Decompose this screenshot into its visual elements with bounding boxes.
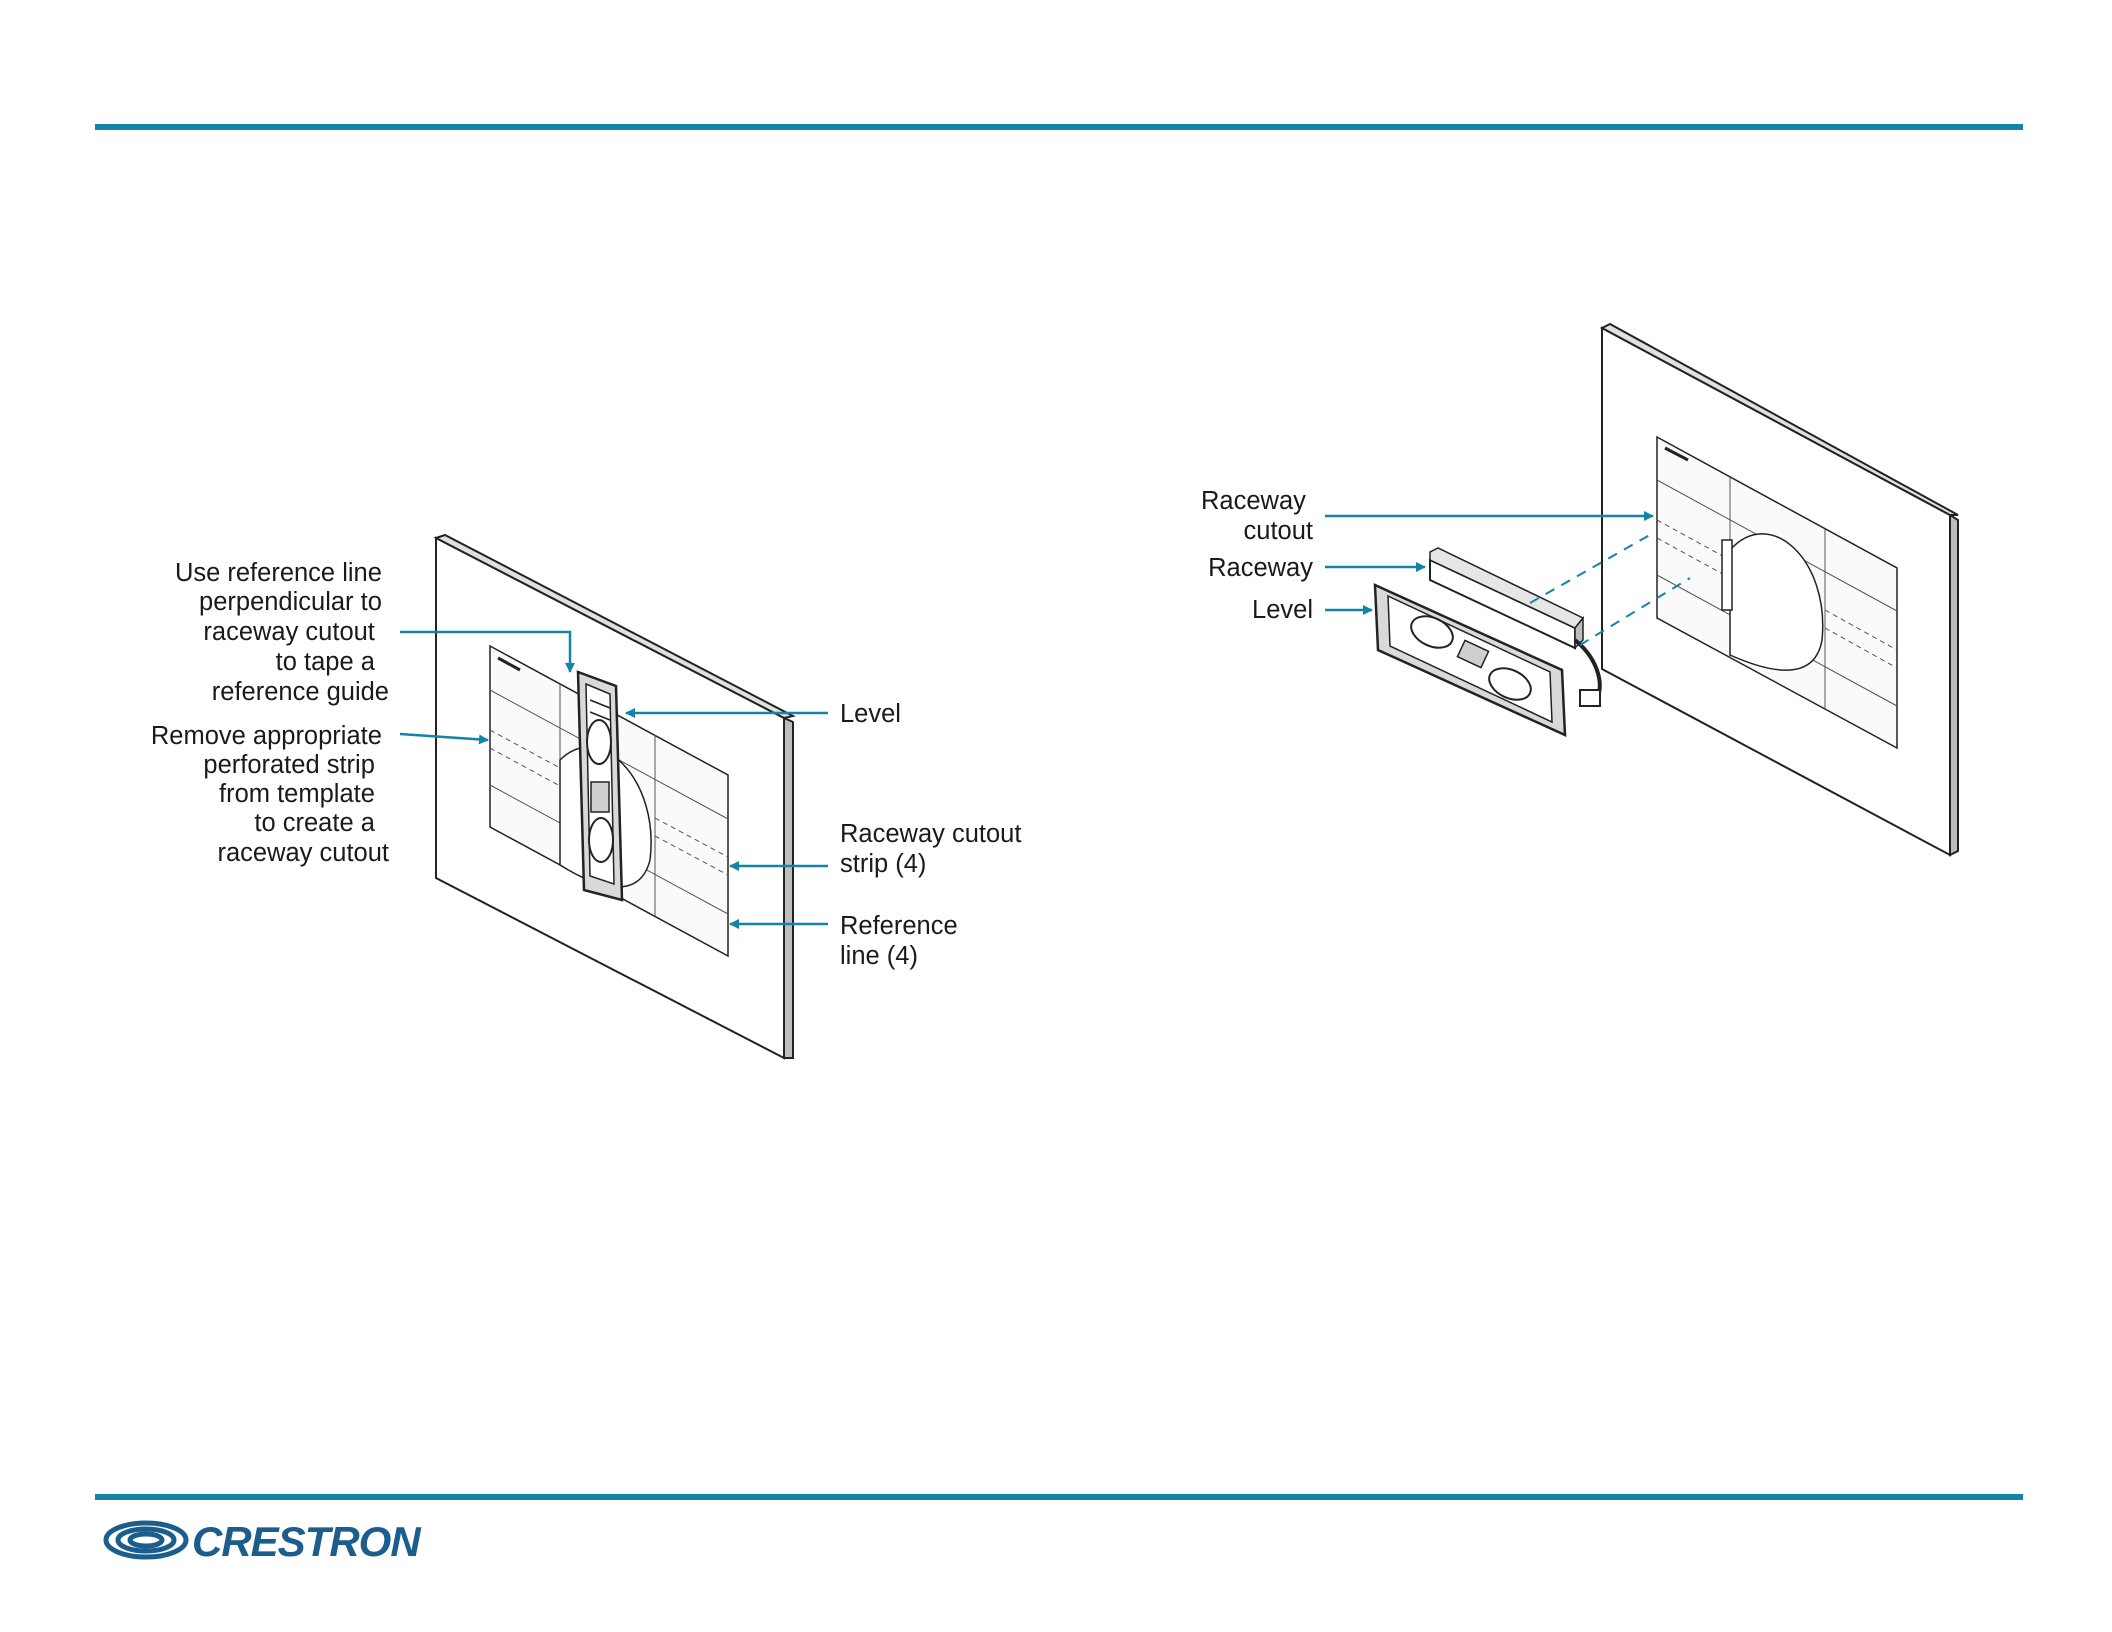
right-figure <box>1375 324 1958 855</box>
label-level-left: Level <box>840 700 901 728</box>
brand-name: CRESTRON <box>192 1518 422 1565</box>
label-raceway-cutout: Raceway cutout <box>1201 487 1313 545</box>
label-reference-guide: Use reference line perpendicular to race… <box>175 559 389 706</box>
footer-rule <box>95 1494 2023 1500</box>
connector <box>1580 690 1600 706</box>
label-raceway: Raceway <box>1208 554 1313 582</box>
label-level-right: Level <box>1252 596 1313 624</box>
level-tool <box>578 672 622 900</box>
label-reference-line: Reference line (4) <box>840 912 965 970</box>
crestron-swirl-icon <box>106 1523 186 1557</box>
label-perforated-strip: Remove appropriate perforated strip from… <box>151 722 389 867</box>
left-figure <box>436 535 793 1058</box>
wall-edge <box>784 718 793 1058</box>
crestron-logo: CRESTRON <box>100 1510 500 1570</box>
label-cutout-strip: Raceway cutout strip (4) <box>840 820 1029 878</box>
